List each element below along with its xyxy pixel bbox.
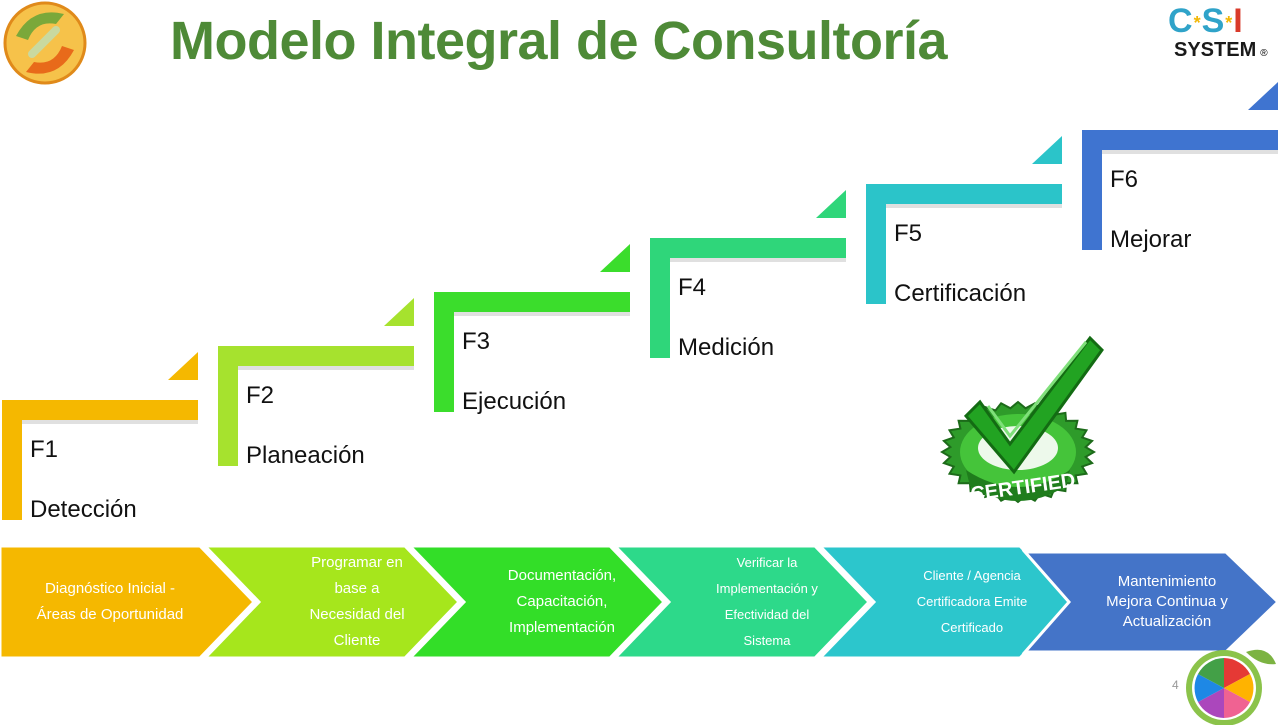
step-code-6: F6 — [1110, 166, 1139, 193]
step-code-1: F1 — [30, 436, 59, 463]
page-title: Modelo Integral de Consultoría — [170, 11, 948, 71]
step-name-3: Ejecución — [462, 388, 567, 415]
step-bar-top-6 — [1082, 130, 1278, 150]
step-bar-left-6 — [1082, 130, 1102, 250]
step-accent-4 — [816, 190, 846, 218]
csi-system-logo: C*S*I SYSTEM® — [1168, 2, 1268, 62]
step-accent-3 — [600, 244, 630, 272]
step-bar-top-2 — [218, 346, 414, 366]
company-logo-swirl — [2, 0, 88, 86]
step-bar-left-5 — [866, 184, 886, 304]
step-bar-left-3 — [434, 292, 454, 412]
step-bar-top-4 — [650, 238, 846, 258]
process-chevron-text-1: Diagnóstico Inicial -Áreas de Oportunida… — [36, 580, 184, 623]
step-bar-top-1 — [2, 400, 198, 420]
step-bar-left-2 — [218, 346, 238, 466]
step-accent-2 — [384, 298, 414, 326]
process-chevron-2 — [201, 544, 462, 660]
step-name-6: Mejorar — [1110, 226, 1192, 253]
page-number: 4 — [1172, 678, 1179, 692]
step-bar-top-3 — [434, 292, 630, 312]
step-code-4: F4 — [678, 274, 707, 301]
step-accent-1 — [168, 352, 198, 380]
step-name-2: Planeación — [246, 442, 365, 469]
step-code-5: F5 — [894, 220, 923, 247]
certified-badge-icon: CERTIFIED — [940, 332, 1110, 512]
process-chevron-4 — [611, 544, 872, 660]
step-code-2: F2 — [246, 382, 275, 409]
step-bar-top-5 — [866, 184, 1062, 204]
process-chevron-text-3: Documentación,Capacitación,Implementació… — [507, 567, 617, 636]
step-name-4: Medición — [678, 334, 775, 361]
process-chevron-5 — [816, 544, 1077, 660]
step-name-1: Detección — [30, 496, 137, 523]
step-accent-5 — [1032, 136, 1062, 164]
citrus-wheel-logo — [1184, 644, 1278, 725]
step-code-3: F3 — [462, 328, 491, 355]
step-name-5: Certificación — [894, 280, 1027, 307]
step-accent-6 — [1248, 82, 1278, 110]
step-bar-left-1 — [2, 400, 22, 520]
process-chevron-1 — [0, 544, 257, 660]
step-bar-left-4 — [650, 238, 670, 358]
process-chevron-3 — [406, 544, 667, 660]
